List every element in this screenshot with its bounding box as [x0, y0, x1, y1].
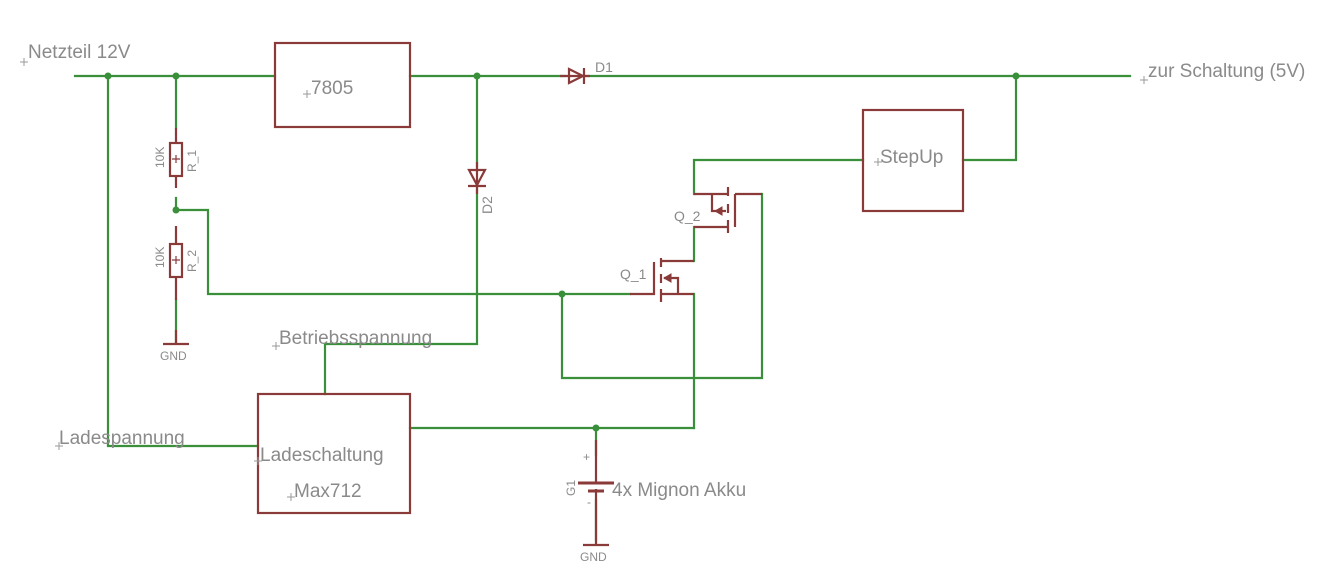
- wires: [73, 74, 1132, 542]
- wire-d2-bottom: [323, 188, 479, 396]
- q1-arrow: [662, 273, 672, 283]
- resistor-r2[interactable]: 10K R_2: [153, 226, 199, 300]
- mosfet-q2[interactable]: Q_2: [674, 187, 762, 233]
- d1-name: D1: [595, 59, 613, 75]
- gnd-symbol-1: GND: [160, 330, 189, 363]
- charger-label: Ladeschaltung: [260, 445, 384, 466]
- stepup-label: StepUp: [880, 147, 943, 168]
- wire-divider-gate: [174, 196, 632, 296]
- origin-markers: [20, 58, 1148, 501]
- r1-body: [168, 141, 184, 178]
- mosfet-q1[interactable]: Q_1: [620, 258, 694, 302]
- q1-gate: [630, 262, 656, 296]
- label-netzteil: Netzteil 12V: [28, 42, 131, 63]
- diode-d1[interactable]: D1: [560, 59, 613, 85]
- battery-minus-sign: -: [587, 495, 591, 509]
- wire-ladespannung: [106, 74, 260, 448]
- r2-value: 10K: [153, 247, 167, 268]
- r1-name: R_1: [185, 150, 199, 172]
- junctions: [104, 72, 1020, 432]
- q1-name: Q_1: [620, 266, 647, 282]
- wire-stepup-out: [961, 74, 1018, 162]
- junction: [172, 206, 180, 214]
- battery-plus-sign: +: [583, 450, 590, 464]
- charger-body: [256, 392, 412, 515]
- gnd-label: GND: [160, 349, 187, 363]
- regulator-body: [273, 41, 412, 129]
- label-zur-schaltung: zur Schaltung (5V): [1148, 61, 1305, 82]
- stepup-body: [861, 108, 965, 213]
- r2-origin: [172, 256, 180, 264]
- label-ladespannung: Ladespannung: [59, 428, 185, 449]
- wire-stepup-in: [692, 158, 865, 196]
- d2-triangle: [467, 168, 487, 188]
- q2-gate: [733, 192, 762, 227]
- r2-name: R_2: [185, 250, 199, 272]
- d2-name: D2: [479, 196, 495, 214]
- gnd-symbol-2: GND: [580, 530, 609, 564]
- charger-max712[interactable]: Ladeschaltung Max712: [256, 392, 412, 515]
- junction: [104, 72, 112, 80]
- r2-body: [168, 242, 184, 279]
- r1-value: 10K: [153, 147, 167, 168]
- gnd-bar: [163, 330, 189, 346]
- gnd-label: GND: [580, 550, 607, 564]
- battery-value: 4x Mignon Akku: [612, 480, 746, 501]
- gnd-bar: [583, 530, 609, 547]
- q2-arrow: [713, 206, 723, 216]
- wire-q2-gate-loop: [560, 192, 764, 380]
- battery-name: G1: [564, 480, 578, 496]
- junction: [592, 424, 600, 432]
- charger-value: Max712: [294, 481, 362, 502]
- label-betriebsspannung: Betriebsspannung: [279, 328, 432, 349]
- junction: [1012, 72, 1020, 80]
- q2-name: Q_2: [674, 208, 701, 224]
- junction: [558, 290, 566, 298]
- regulator-7805[interactable]: 7805: [273, 41, 412, 129]
- regulator-label: 7805: [311, 78, 353, 99]
- diode-d2[interactable]: D2: [467, 162, 495, 214]
- junction: [473, 72, 481, 80]
- battery-g1[interactable]: + - G1 4x Mignon Akku: [564, 440, 746, 530]
- junction: [172, 72, 180, 80]
- d1-triangle: [567, 67, 586, 85]
- stepup-module[interactable]: StepUp: [861, 108, 965, 213]
- r1-origin: [172, 155, 180, 163]
- resistor-r1[interactable]: 10K R_1: [153, 128, 199, 188]
